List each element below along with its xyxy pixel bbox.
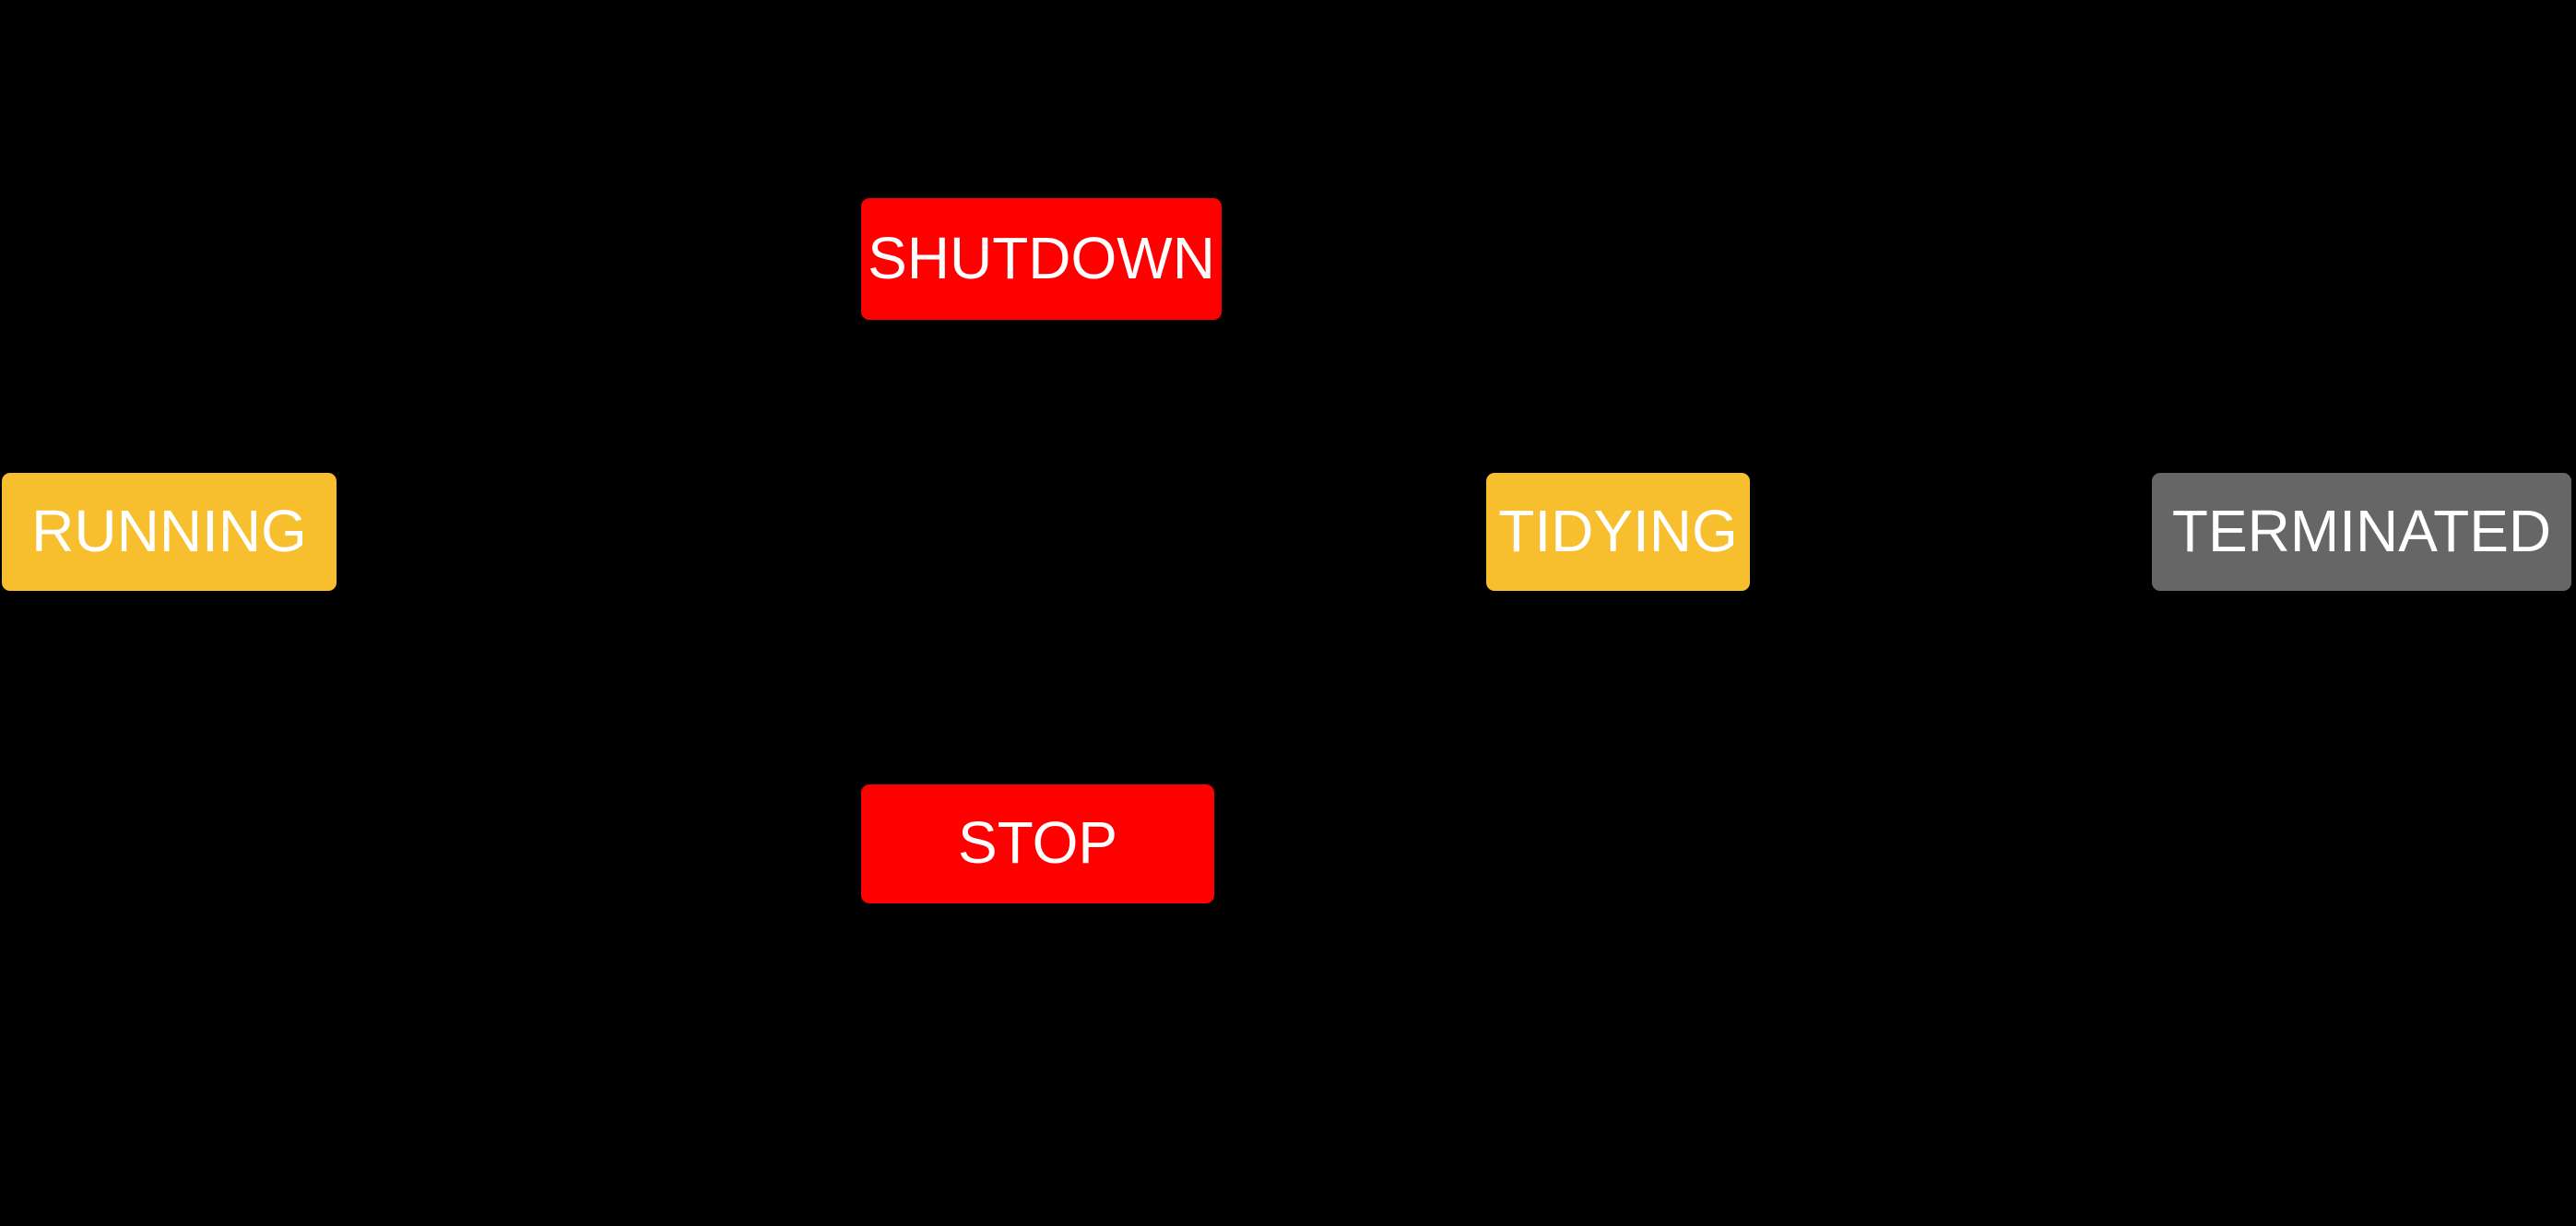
node-tidying[interactable]: TIDYING <box>1486 473 1750 591</box>
node-running[interactable]: RUNNING <box>2 473 337 591</box>
node-stop[interactable]: STOP <box>861 784 1214 903</box>
node-running-label: RUNNING <box>31 497 307 564</box>
node-shutdown[interactable]: SHUTDOWN <box>861 198 1222 320</box>
node-tidying-label: TIDYING <box>1498 497 1738 564</box>
node-stop-label: STOP <box>957 809 1118 876</box>
node-shutdown-label: SHUTDOWN <box>868 224 1215 291</box>
node-terminated[interactable]: TERMINATED <box>2152 473 2571 591</box>
node-terminated-label: TERMINATED <box>2171 497 2552 564</box>
